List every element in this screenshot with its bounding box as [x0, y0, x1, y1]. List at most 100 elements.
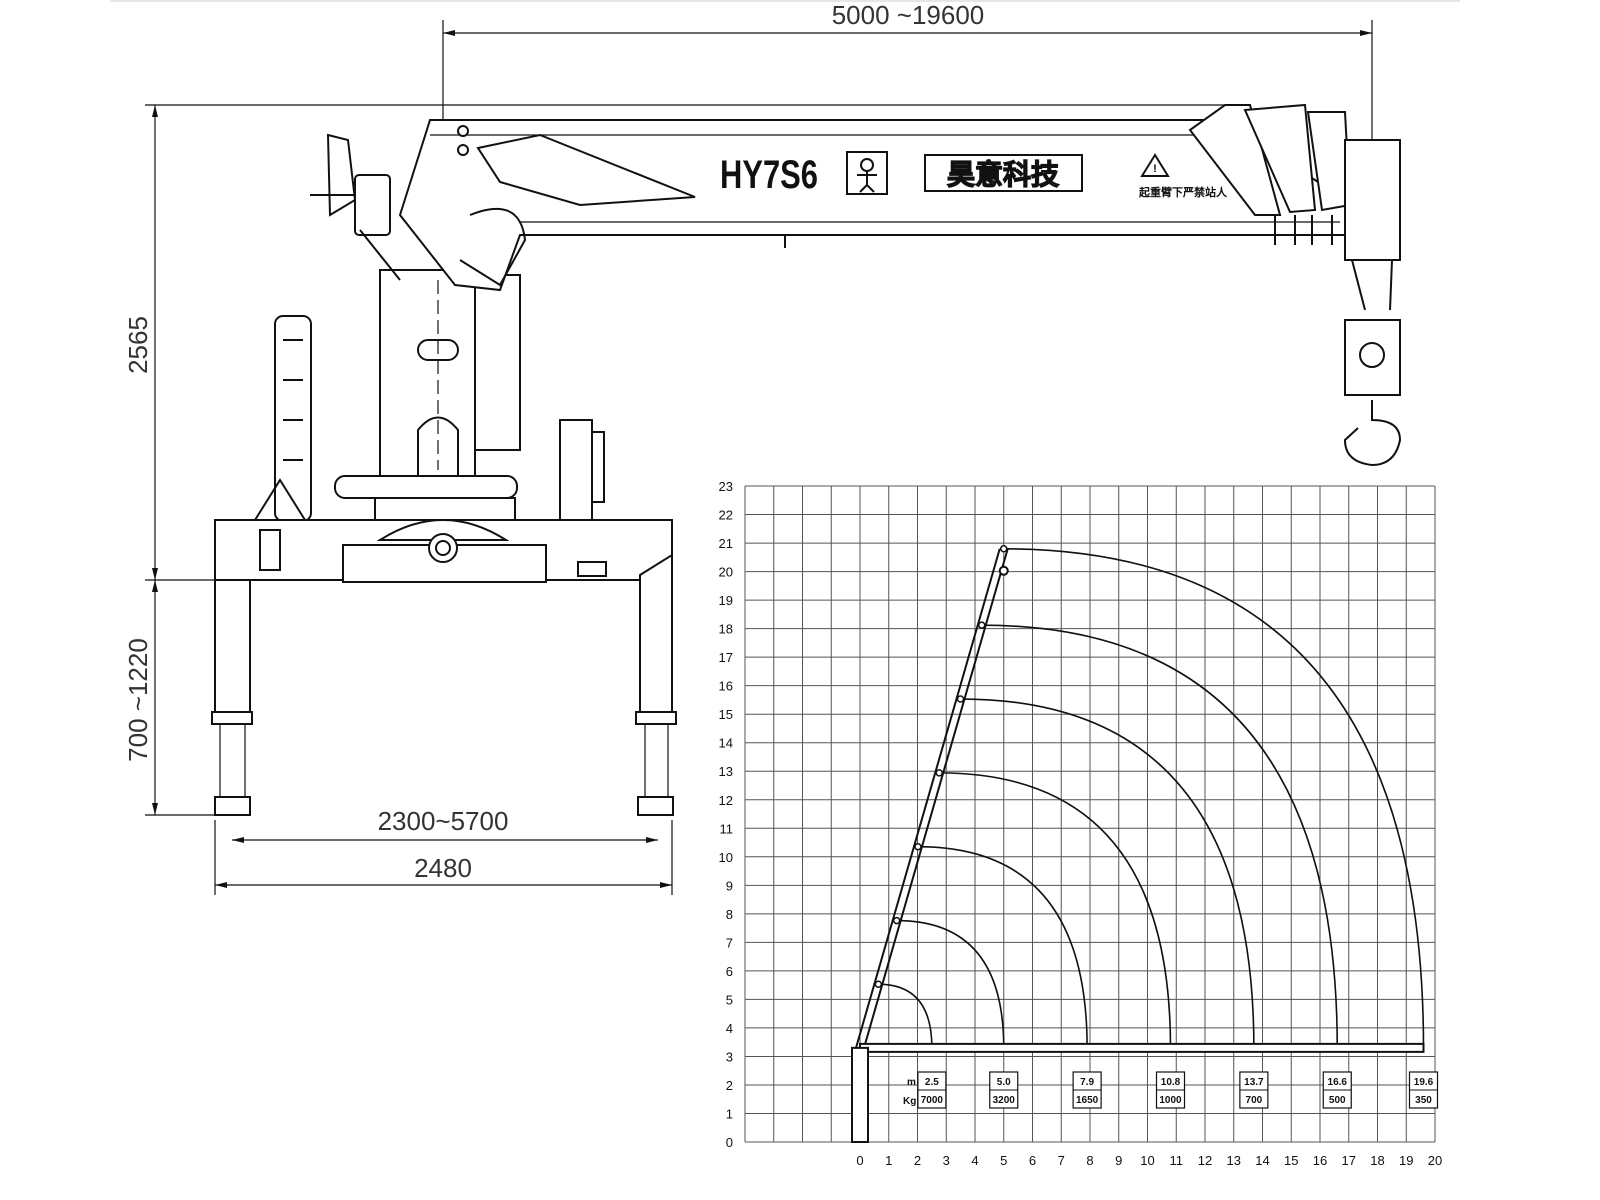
boom-section-joint — [874, 980, 883, 988]
load-value: 350 — [1415, 1095, 1432, 1106]
raised-boom — [855, 548, 1001, 1049]
boom-section-joint — [892, 916, 901, 925]
x-tick-label: 15 — [1284, 1153, 1298, 1168]
y-tick-label: 7 — [726, 935, 733, 950]
warning-text: 起重臂下严禁站人 — [1138, 185, 1228, 199]
y-tick-label: 22 — [719, 508, 733, 523]
load-value: 700 — [1246, 1095, 1263, 1106]
load-value: 500 — [1329, 1095, 1346, 1106]
x-tick-label: 7 — [1058, 1153, 1065, 1168]
raised-boom — [863, 548, 1009, 1049]
x-tick-label: 5 — [1000, 1153, 1007, 1168]
x-tick-label: 18 — [1370, 1153, 1384, 1168]
x-tick-label: 11 — [1170, 1153, 1184, 1168]
y-tick-label: 0 — [726, 1135, 733, 1150]
load-arc — [1003, 547, 1425, 1048]
radius-value: 10.8 — [1161, 1077, 1181, 1088]
boom-section-joint — [956, 695, 965, 703]
y-tick-label: 16 — [719, 679, 733, 694]
load-arc — [981, 624, 1339, 1048]
x-tick-label: 14 — [1255, 1153, 1269, 1168]
crane-side-view: HY7S6 昊意科技 ! 起重臂下严禁站人 — [211, 103, 1402, 816]
radius-value: 2.5 — [925, 1077, 939, 1088]
x-tick-label: 20 — [1428, 1153, 1442, 1168]
y-tick-label: 21 — [719, 536, 733, 551]
oil-tank — [559, 419, 593, 521]
boom-positions — [851, 548, 1425, 1144]
y-tick-label: 23 — [719, 479, 733, 494]
span-dimension: 2300~5700 2480 — [214, 806, 673, 895]
chart-grid — [744, 485, 1436, 1143]
ladder — [254, 315, 312, 522]
warning-icon — [1140, 153, 1170, 177]
y-tick-label: 19 — [719, 593, 733, 608]
radius-unit: m — [907, 1077, 916, 1088]
load-arcs — [874, 545, 1425, 1048]
y-tick-label: 15 — [719, 707, 733, 722]
y-tick-label: 10 — [719, 850, 733, 865]
reach-dimension: 5000 ~19600 — [442, 0, 1373, 560]
x-tick-label: 4 — [971, 1153, 978, 1168]
x-tick-label: 19 — [1399, 1153, 1413, 1168]
y-tick-label: 3 — [726, 1049, 733, 1064]
x-tick-label: 17 — [1342, 1153, 1356, 1168]
x-tick-label: 16 — [1313, 1153, 1327, 1168]
height-label: 2565 — [123, 316, 153, 374]
y-tick-label: 6 — [726, 964, 733, 979]
svg-text:!: ! — [1153, 163, 1157, 175]
x-tick-label: 9 — [1115, 1153, 1122, 1168]
radius-value: 5.0 — [997, 1077, 1011, 1088]
y-tick-label: 11 — [720, 821, 734, 836]
load-arc — [939, 772, 1172, 1048]
load-unit: Kg — [903, 1096, 916, 1107]
y-tick-label: 2 — [726, 1078, 733, 1093]
outrigger-height-label: 700 ~1220 — [123, 638, 153, 762]
reach-label: 5000 ~19600 — [832, 0, 985, 30]
load-table: m Kg 2.570005.032007.9165010.8100013.770… — [903, 1071, 1439, 1109]
load-value: 3200 — [993, 1095, 1016, 1106]
x-tick-label: 12 — [1198, 1153, 1212, 1168]
width-label: 2480 — [414, 853, 472, 883]
hook — [1343, 259, 1402, 467]
height-dimension: 2565 700 ~1220 — [123, 104, 1230, 816]
operator-seat — [310, 133, 401, 281]
x-tick-label: 13 — [1227, 1153, 1241, 1168]
y-tick-label: 12 — [719, 793, 733, 808]
model-label: HY7S6 — [720, 153, 818, 197]
load-value: 1000 — [1159, 1095, 1182, 1106]
crane-column — [851, 1046, 869, 1144]
load-arc — [960, 698, 1255, 1048]
horizontal-boom — [859, 1042, 1425, 1053]
radius-value: 7.9 — [1080, 1077, 1094, 1088]
y-tick-label: 18 — [719, 622, 733, 637]
boom-tip-hook — [998, 565, 1009, 576]
boom: HY7S6 昊意科技 ! 起重臂下严禁站人 — [398, 103, 1401, 292]
y-tick-label: 13 — [719, 764, 733, 779]
span-label: 2300~5700 — [378, 806, 509, 836]
outrigger-legs — [211, 553, 677, 816]
radius-value: 19.6 — [1414, 1077, 1434, 1088]
y-tick-label: 8 — [726, 907, 733, 922]
load-value: 7000 — [921, 1095, 944, 1106]
y-tick-label: 20 — [719, 565, 733, 580]
y-tick-label: 4 — [726, 1021, 733, 1036]
boom-section-joint — [935, 769, 943, 777]
frame — [214, 519, 673, 583]
x-tick-label: 10 — [1140, 1153, 1154, 1168]
slewing-base — [334, 475, 518, 499]
load-arc — [896, 919, 1005, 1048]
y-tick-label: 14 — [719, 736, 733, 751]
y-tick-label: 17 — [719, 650, 733, 665]
radius-value: 13.7 — [1244, 1077, 1264, 1088]
load-arc — [878, 983, 933, 1048]
load-arc — [917, 845, 1088, 1048]
brand-name: 昊意科技 — [947, 158, 1059, 190]
boom-section-joint — [1000, 545, 1008, 553]
x-tick-label: 8 — [1086, 1153, 1093, 1168]
radius-value: 16.6 — [1328, 1077, 1348, 1088]
x-tick-label: 3 — [943, 1153, 950, 1168]
x-tick-label: 2 — [914, 1153, 921, 1168]
